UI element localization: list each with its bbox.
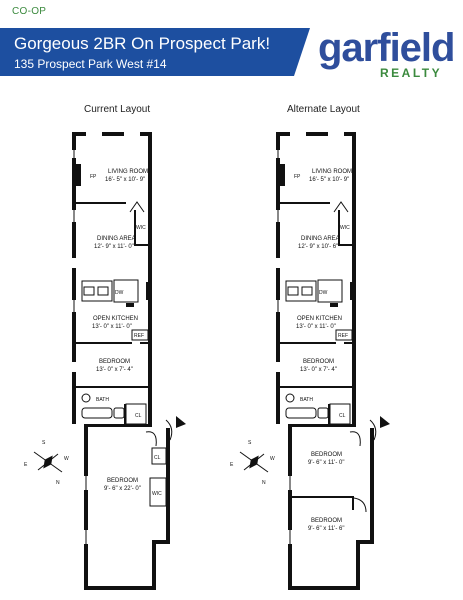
alternate-ref-label: REF — [338, 333, 348, 339]
alternate-kitchen-dim: 13'- 0" x 11'- 0" — [296, 324, 336, 330]
alternate-wic-top: WIC — [340, 225, 350, 231]
current-compass-e: E — [24, 462, 28, 468]
current-compass-s: S — [42, 440, 46, 446]
alternate-living-dim: 16'- 5" x 10'- 9" — [309, 177, 349, 183]
alternate-layout-plan: FP WIC DW REF CL — [276, 132, 390, 590]
current-dw-label: DW — [115, 290, 124, 296]
alternate-compass-w: W — [270, 456, 275, 462]
alternate-layout-title: Alternate Layout — [287, 104, 360, 115]
alternate-compass-s: S — [248, 440, 252, 446]
listing-title: Gorgeous 2BR On Prospect Park! — [14, 34, 271, 53]
current-living-label: LIVING ROOM — [108, 169, 148, 175]
alternate-cl-mid: CL — [339, 413, 346, 419]
current-bath-label: BATH — [96, 397, 109, 403]
brand-sub: REALTY — [380, 66, 443, 80]
alternate-bedroom3-label: BEDROOM — [311, 518, 342, 524]
alternate-bath-label: BATH — [300, 397, 313, 403]
alternate-bedroom2-dim: 9'- 6" x 11'- 0" — [308, 460, 344, 466]
current-wic-top: WIC — [136, 225, 146, 231]
current-cl-lower: CL — [154, 455, 161, 461]
current-ref-label: REF — [134, 333, 144, 339]
current-compass: S E W N — [24, 440, 69, 486]
current-dining-label: DINING AREA — [97, 236, 136, 242]
current-bedroom2-label: BEDROOM — [107, 478, 138, 484]
alternate-compass: S E W N — [230, 440, 275, 486]
alternate-kitchen-label: OPEN KITCHEN — [297, 316, 342, 322]
current-bedroom1-label: BEDROOM — [99, 359, 130, 365]
banner-shape — [0, 28, 310, 76]
category-label: CO-OP — [12, 6, 47, 17]
current-compass-n: N — [56, 480, 60, 486]
brand-logo: garfield — [318, 26, 455, 70]
alternate-dw-label: DW — [319, 290, 328, 296]
current-wic-bottom: WIC — [152, 491, 162, 497]
current-kitchen-dim: 13'- 0" x 11'- 0" — [92, 324, 132, 330]
current-layout-plan: FP WIC DW REF CL — [72, 132, 186, 590]
current-kitchen-label: OPEN KITCHEN — [93, 316, 138, 322]
current-cl-mid: CL — [135, 413, 142, 419]
listing-address: 135 Prospect Park West #14 — [14, 57, 167, 71]
alternate-bedroom2-label: BEDROOM — [311, 452, 342, 458]
alternate-dining-label: DINING AREA — [301, 236, 340, 242]
alternate-compass-e: E — [230, 462, 234, 468]
alternate-compass-n: N — [262, 480, 266, 486]
alternate-bedroom1-dim: 13'- 0" x 7'- 4" — [300, 367, 337, 373]
current-fp-label: FP — [90, 174, 97, 180]
alternate-dining-dim: 12'- 9" x 10'- 6" — [298, 244, 338, 250]
current-compass-w: W — [64, 456, 69, 462]
alternate-bedroom3-dim: 9'- 6" x 11'- 6" — [308, 526, 344, 532]
current-living-dim: 16'- 5" x 10'- 9" — [105, 177, 145, 183]
alternate-fp-label: FP — [294, 174, 301, 180]
current-bedroom2-dim: 9'- 6" x 22'- 0" — [104, 486, 141, 492]
alternate-bedroom1-label: BEDROOM — [303, 359, 334, 365]
alternate-living-label: LIVING ROOM — [312, 169, 352, 175]
current-dining-dim: 12'- 9" x 11'- 0" — [94, 244, 134, 250]
current-bedroom1-dim: 13'- 0" x 7'- 4" — [96, 367, 133, 373]
current-layout-title: Current Layout — [84, 104, 151, 115]
title-banner: Gorgeous 2BR On Prospect Park! 135 Prosp… — [0, 28, 310, 76]
